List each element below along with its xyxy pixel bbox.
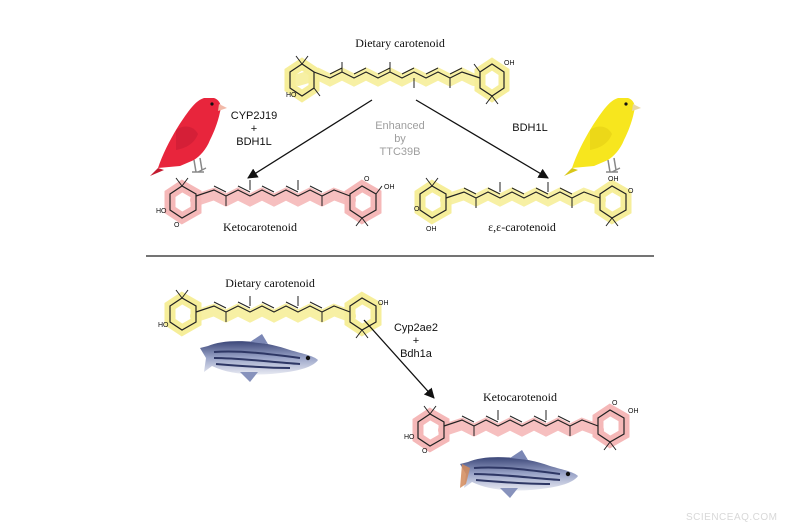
bottom-enzyme-stack: Cyp2ae2 + Bdh1a — [386, 322, 446, 361]
right-enzyme: BDH1L — [512, 122, 548, 134]
top-keto-oh-label: OH — [384, 184, 395, 191]
arrow-to-ketocarotenoid — [247, 99, 373, 179]
top-epsilon-carotenoid-molecule — [414, 177, 632, 227]
top-right-product-label: ε,ε-carotenoid — [488, 220, 556, 234]
yellow-bird-illustration — [564, 98, 641, 176]
bottom-ketocarotenoid-molecule — [412, 403, 630, 453]
top-dietary-ho-label: HO — [286, 92, 297, 99]
zebrafish-orange-illustration — [460, 450, 578, 498]
top-dietary-carotenoid-molecule — [284, 55, 510, 105]
bottom-product-label: Ketocarotenoid — [483, 390, 557, 404]
left-enzyme-2: BDH1L — [236, 136, 272, 148]
bottom-dietary-ho-label: HO — [158, 322, 169, 329]
top-eps-o-label-left: O — [414, 206, 420, 213]
bottom-dietary-carotenoid-molecule — [164, 289, 382, 339]
top-eps-oh-label-left: OH — [426, 226, 437, 233]
top-eps-oh-label-right: OH — [608, 176, 619, 183]
bottom-title: Dietary carotenoid — [225, 276, 315, 290]
top-title: Dietary carotenoid — [355, 36, 445, 50]
left-enzyme-stack: CYP2J19 + BDH1L — [224, 110, 284, 149]
watermark: SCIENCEAQ.COM — [686, 512, 778, 523]
center-note: Enhanced by TTC39B — [360, 120, 440, 159]
top-ketocarotenoid-molecule — [164, 177, 383, 227]
arrow-to-bottom-ketocarotenoid — [363, 319, 435, 399]
top-keto-ho-label: HO — [156, 208, 167, 215]
bottom-enzyme-plus: + — [412, 335, 420, 347]
bottom-keto-o-label-right: O — [612, 400, 618, 407]
top-keto-o-label-left: O — [174, 222, 180, 229]
center-note-line-3: TTC39B — [379, 146, 421, 158]
top-dietary-oh-label: OH — [504, 60, 515, 67]
arrow-to-epsilon-carotenoid — [415, 99, 549, 179]
bottom-dietary-oh-label: OH — [378, 300, 389, 307]
bottom-keto-ho-label: HO — [404, 434, 415, 441]
bottom-enzyme-1: Cyp2ae2 — [393, 322, 439, 334]
top-left-product-label: Ketocarotenoid — [223, 220, 297, 234]
red-bird-illustration — [150, 98, 227, 176]
top-keto-o-label-right: O — [364, 176, 370, 183]
center-note-line-2: by — [394, 133, 406, 145]
bottom-enzyme-2: Bdh1a — [400, 348, 432, 360]
left-enzyme-plus: + — [250, 123, 258, 135]
zebrafish-illustration — [200, 334, 318, 382]
center-note-line-1: Enhanced — [375, 120, 425, 132]
left-enzyme-1: CYP2J19 — [230, 110, 278, 122]
bottom-keto-oh-label: OH — [628, 408, 639, 415]
bottom-keto-o-label-left: O — [422, 448, 428, 455]
top-eps-o-label-right: O — [628, 188, 634, 195]
